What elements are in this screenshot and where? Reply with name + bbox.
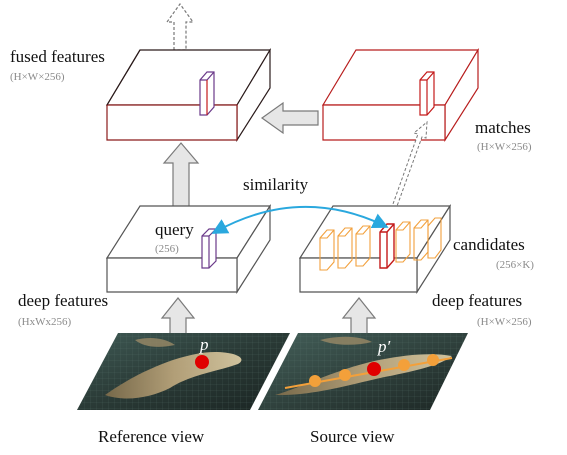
query-column (201, 228, 217, 269)
reference-point-label: p (199, 335, 209, 354)
query-dim: (256) (155, 243, 179, 255)
matches-dim: (H×W×256) (477, 141, 532, 153)
source-image (258, 333, 468, 410)
candidate-point (309, 375, 321, 387)
candidate-point (398, 359, 410, 371)
fused-features-label: fused features (10, 47, 105, 66)
fused-features-dim: (H×W×256) (10, 71, 65, 83)
deep-features-ref-dim: (HxWx256) (18, 316, 71, 328)
candidates-to-matches-arrow (387, 120, 428, 221)
match-column (419, 71, 435, 116)
deep-features-ref-label: deep features (18, 291, 108, 310)
matches-label: matches (475, 118, 531, 137)
matches-box (321, 47, 480, 143)
source-point-marker (367, 362, 381, 376)
similarity-label: similarity (243, 175, 309, 194)
reference-image (77, 333, 290, 410)
candidate-point (427, 354, 439, 366)
query-to-fused-arrow (162, 142, 200, 211)
matches-to-fused-arrow (260, 101, 319, 135)
query-label: query (155, 220, 194, 239)
candidates-label: candidates (453, 235, 525, 254)
source-point-label: p′ (377, 337, 391, 356)
matched-candidate-column (379, 223, 395, 269)
similarity-arrow (211, 206, 389, 234)
fused-feature-column (199, 71, 215, 116)
candidate-point (339, 369, 351, 381)
output-arrow (165, 2, 195, 51)
src-image-arrow (341, 297, 377, 339)
fused-features-box (105, 47, 272, 143)
reference-view-label: Reference view (98, 427, 205, 446)
deep-features-src-dim: (H×W×256) (477, 316, 532, 328)
ref-image-arrow (160, 297, 196, 339)
candidates-dim: (256×K) (496, 259, 534, 271)
reference-point-marker (195, 355, 209, 369)
deep-features-src-label: deep features (432, 291, 522, 310)
source-view-label: Source view (310, 427, 395, 446)
